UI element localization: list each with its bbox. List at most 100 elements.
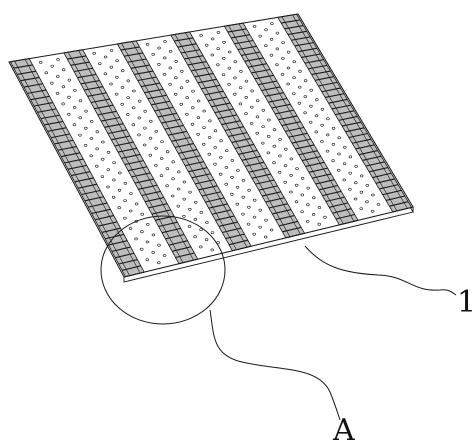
strip-slot <box>107 129 127 135</box>
perforation-hole <box>145 258 150 262</box>
perforation-hole <box>177 170 181 174</box>
strip-slot <box>80 80 100 85</box>
strip-slot <box>128 166 148 172</box>
strip-slot <box>61 152 81 158</box>
strip-slot <box>321 87 341 93</box>
strip-slot <box>365 161 385 167</box>
perforation-hole <box>278 154 282 158</box>
strip-slot <box>328 98 348 104</box>
perforation-hole <box>83 143 88 147</box>
perforation-hole <box>134 237 138 241</box>
strip-slot <box>70 61 90 66</box>
strip-slot <box>211 102 231 108</box>
perforation-hole <box>106 185 110 189</box>
strip-slot <box>101 227 121 233</box>
strip-slot <box>94 104 114 110</box>
perforation-hole <box>238 86 243 90</box>
perforation-hole <box>179 86 184 90</box>
strip-slot <box>237 45 257 51</box>
perforation-hole <box>244 96 248 99</box>
perforation-hole <box>140 247 144 251</box>
strip-slot <box>258 185 278 191</box>
perforation-hole <box>103 72 108 76</box>
strip-slot <box>98 221 118 227</box>
perforation-hole <box>331 159 335 163</box>
perforation-hole <box>162 254 167 257</box>
perforation-hole <box>193 235 197 239</box>
perforation-hole <box>168 50 173 53</box>
perforation-hole <box>258 34 262 38</box>
strip-slot <box>311 70 331 76</box>
perforation-hole <box>199 228 203 232</box>
strip-slot <box>208 203 228 209</box>
strip-slot <box>40 114 60 120</box>
perforation-hole <box>216 31 221 34</box>
perforation-hole <box>165 184 169 188</box>
perforation-hole <box>202 109 206 113</box>
strip-slot <box>308 167 328 173</box>
perforation-hole <box>204 238 209 242</box>
strip-slot <box>264 92 284 97</box>
perforation-hole <box>252 215 257 219</box>
strip-slot <box>151 209 171 215</box>
strip-slot <box>389 201 409 207</box>
perforation-hole <box>292 60 296 64</box>
perforation-hole <box>267 118 271 122</box>
strip-slot <box>101 116 121 122</box>
perforation-hole <box>348 187 352 191</box>
perforation-hole <box>218 172 223 176</box>
strip-slot <box>114 141 134 147</box>
perforation-hole <box>123 216 127 220</box>
perforation-hole <box>239 70 243 73</box>
strip-slot <box>335 110 355 116</box>
strip-slot <box>294 42 314 47</box>
perforation-hole <box>309 88 313 92</box>
perforation-hole <box>157 46 161 50</box>
perforation-hole <box>103 55 108 59</box>
strip-slot <box>362 155 382 161</box>
strip-slot <box>204 90 224 96</box>
perforation-hole <box>275 63 279 67</box>
perforation-hole <box>280 73 285 76</box>
strip-slot <box>281 121 301 127</box>
perforation-hole <box>230 175 234 179</box>
strip-slot <box>23 83 43 88</box>
strip-slot <box>271 103 291 109</box>
perforation-hole <box>143 143 147 147</box>
perforation-hole <box>196 99 201 103</box>
strip-slot <box>161 118 181 124</box>
perforation-hole <box>256 99 260 103</box>
strip-slot <box>234 143 255 149</box>
strip-slot <box>372 172 392 179</box>
strip-slot <box>104 123 124 128</box>
perforation-hole <box>67 78 72 82</box>
strip-slot <box>77 73 97 79</box>
strip-slot <box>161 227 181 234</box>
perforation-hole <box>72 106 77 109</box>
perforation-hole <box>199 34 203 37</box>
perforation-hole <box>191 106 195 110</box>
perforation-hole <box>348 155 353 159</box>
perforation-hole <box>174 76 178 80</box>
perforation-hole <box>306 219 310 223</box>
strip-slot <box>244 57 264 62</box>
strip-slot <box>332 208 352 214</box>
perforation-hole <box>297 101 302 105</box>
strip-slot <box>385 195 405 201</box>
perforation-hole <box>323 215 327 219</box>
perforation-hole <box>233 92 237 96</box>
strip-slot <box>277 13 297 18</box>
strip-slot <box>358 150 378 156</box>
strip-slot <box>170 31 190 36</box>
strip-slot <box>274 109 294 115</box>
perforation-hole <box>171 177 175 181</box>
perforation-hole <box>210 53 215 57</box>
perforation-hole <box>199 210 204 214</box>
strip-slot <box>168 240 188 246</box>
perforation-hole <box>272 161 276 165</box>
strip-slot <box>238 149 258 155</box>
perforation-hole <box>298 69 302 73</box>
perforation-hole <box>303 111 307 115</box>
strip-slot <box>241 155 261 161</box>
strip-slot <box>338 115 358 121</box>
